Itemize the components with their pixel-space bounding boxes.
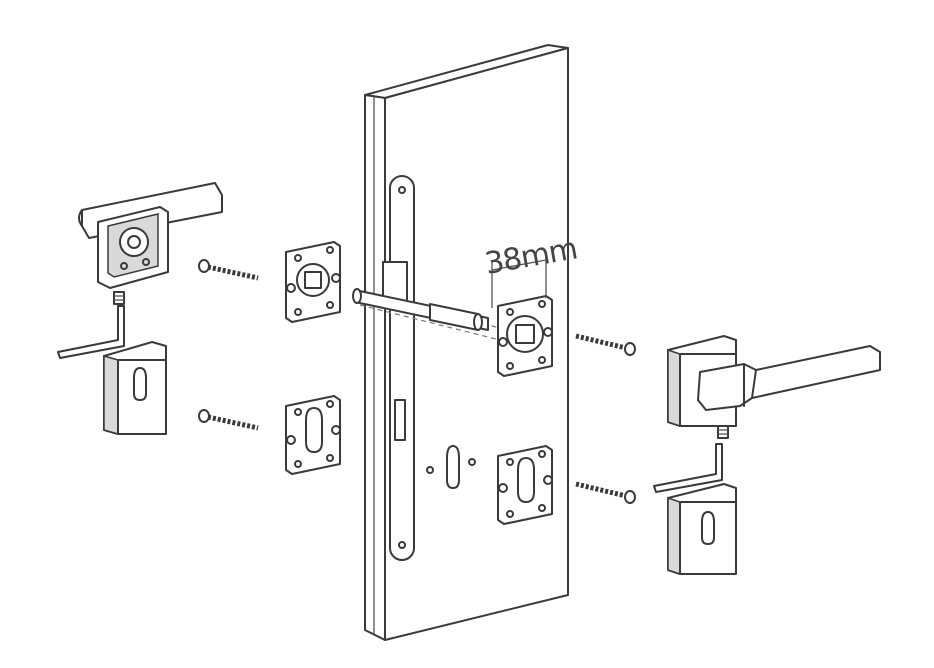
lock-faceplate: [389, 175, 415, 561]
right-screw-upper: [575, 333, 636, 356]
left-grub-screw: [113, 291, 125, 305]
left-allen-key: [57, 305, 125, 359]
right-grub-screw: [717, 425, 729, 439]
right-escutcheon: [667, 483, 737, 576]
right-mounting-plate-key: [497, 445, 553, 525]
right-handle: [667, 335, 881, 428]
left-handle-gear: [119, 227, 149, 257]
left-screw-lower: [198, 409, 259, 431]
right-allen-key: [653, 443, 723, 493]
right-screw-lower: [575, 481, 636, 504]
left-mounting-plate-key: [285, 395, 341, 475]
left-handle: [78, 182, 223, 289]
spindle: [352, 288, 489, 331]
left-screw-upper: [198, 259, 259, 281]
right-mounting-plate-handle: [497, 295, 553, 377]
lock-key-slot: [394, 399, 406, 441]
door-edge: [364, 94, 386, 641]
door-key-hole: [446, 445, 460, 489]
right-key-hole: [701, 511, 715, 545]
left-escutcheon: [103, 341, 167, 435]
left-mounting-plate-handle: [285, 241, 341, 323]
left-key-hole: [133, 367, 147, 401]
